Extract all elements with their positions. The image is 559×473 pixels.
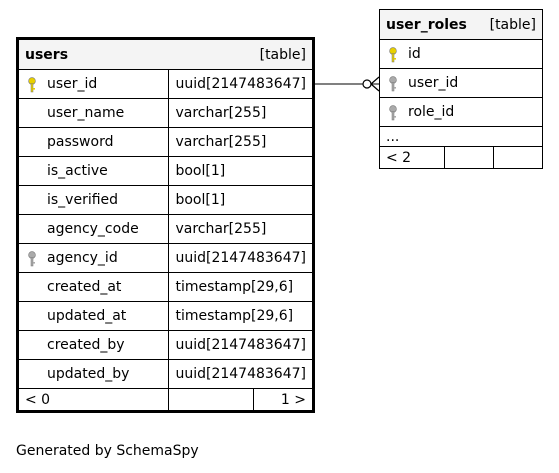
footer-middle (444, 146, 494, 169)
column-name: id (379, 39, 543, 69)
column-name: created_by (16, 330, 170, 360)
column-name: agency_id (16, 243, 170, 273)
primary-key-icon (389, 47, 397, 63)
column-type: timestamp[29,6] (168, 301, 314, 331)
more-columns-row: ... (379, 126, 543, 147)
primary-key-icon (28, 77, 36, 93)
column-name: agency_code (16, 214, 170, 244)
users-table-header: users [table] (17, 38, 314, 70)
foreign-key-icon (28, 251, 36, 267)
column-type: uuid[2147483647] (168, 359, 314, 389)
column-type: bool[1] (168, 156, 314, 186)
foreign-key-icon (389, 76, 397, 92)
user-roles-table-header: user_roles [table] (379, 9, 543, 40)
column-name: user_name (16, 98, 170, 128)
generator-caption: Generated by SchemaSpy (16, 443, 199, 459)
table-type-label: [table] (489, 16, 536, 33)
column-name: updated_by (16, 359, 170, 389)
column-type: uuid[2147483647] (168, 69, 314, 99)
column-type: uuid[2147483647] (168, 243, 314, 273)
table-type-label: [table] (259, 46, 306, 63)
column-name: user_id (379, 68, 543, 98)
column-type: bool[1] (168, 185, 314, 215)
column-type: varchar[255] (168, 98, 314, 128)
column-type: varchar[255] (168, 214, 314, 244)
foreign-key-icon (389, 105, 397, 121)
users-table-footer: < 0 1 > (16, 388, 314, 412)
user-roles-table-footer: < 2 (379, 146, 543, 169)
column-name: password (16, 127, 170, 157)
column-type: uuid[2147483647] (168, 330, 314, 360)
zero-optional-marker (362, 79, 372, 89)
footer-right (493, 146, 543, 169)
table-row[interactable]: user_id (379, 68, 543, 98)
footer-left: < 2 (379, 146, 445, 169)
column-name: is_active (16, 156, 170, 186)
column-name: created_at (16, 272, 170, 302)
table-row[interactable]: id (379, 39, 543, 69)
column-type: timestamp[29,6] (168, 272, 314, 302)
column-name: updated_at (16, 301, 170, 331)
table-name: user_roles (386, 16, 467, 33)
column-name: user_id (16, 69, 170, 99)
crows-foot-marker (370, 76, 380, 85)
table-name: users (25, 46, 69, 63)
footer-middle (168, 388, 255, 412)
column-name: is_verified (16, 185, 170, 215)
column-name: role_id (379, 97, 543, 127)
table-row[interactable]: role_id (379, 97, 543, 127)
footer-right: 1 > (253, 388, 314, 412)
ellipsis: ... (379, 126, 543, 147)
footer-left: < 0 (16, 388, 170, 412)
column-type: varchar[255] (168, 127, 314, 157)
